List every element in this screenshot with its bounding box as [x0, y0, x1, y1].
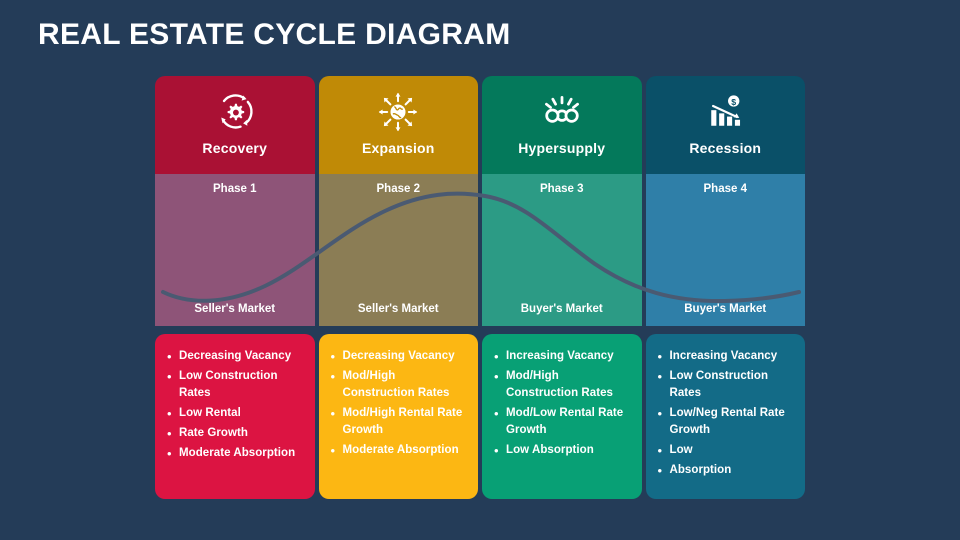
bullet-label: Low/Neg Rental Rate Growth: [669, 407, 785, 436]
phase-mid-recession: Phase 4 Buyer's Market: [645, 174, 805, 326]
bullet-dot-icon: •: [494, 443, 499, 458]
market-type-label: Seller's Market: [357, 303, 439, 315]
phase-bullets-expansion: • Decreasing Vacancy • Mod/High Construc…: [318, 334, 478, 499]
bullet-label: Mod/Low Rental Rate Growth: [506, 407, 624, 436]
phase-header-recovery[interactable]: Recovery: [155, 76, 315, 174]
phase-name-label: Expansion: [361, 140, 435, 156]
declining-bar-chart-dollar-icon: $: [702, 89, 748, 135]
bullet-label: Increasing Vacancy: [506, 350, 614, 362]
list-item: • Mod/High Construction Rates: [331, 368, 469, 402]
bullet-dot-icon: •: [330, 406, 336, 421]
list-item: • Increasing Vacancy: [658, 348, 796, 365]
list-item: • Low: [658, 442, 796, 459]
phase-header-hypersupply[interactable]: Hypersupply: [482, 76, 642, 174]
phase-bullets-recession: • Increasing Vacancy • Low Construction …: [645, 334, 805, 499]
list-item: • Increasing Vacancy: [494, 348, 632, 365]
list-item: • Moderate Absorption: [167, 445, 305, 462]
bullet-label: Low Construction Rates: [179, 370, 278, 399]
list-item: • Decreasing Vacancy: [167, 348, 305, 365]
list-item: • Decreasing Vacancy: [331, 348, 469, 365]
phase-number-label: Phase 4: [703, 183, 747, 195]
phase-number-label: Phase 3: [540, 183, 584, 195]
bullet-dot-icon: •: [494, 406, 499, 421]
bullet-label: Moderate Absorption: [179, 447, 296, 459]
bullet-dot-icon: •: [657, 369, 663, 384]
globe-growth-icon: [375, 89, 421, 135]
phase-number-label: Phase 2: [376, 183, 420, 195]
bullet-label: Absorption: [669, 464, 732, 476]
cycle-diagram: Recovery Phase 1 Seller's Market • Decre…: [155, 76, 805, 499]
page-title: REAL ESTATE CYCLE DIAGRAM: [38, 18, 511, 51]
phase-columns: Recovery Phase 1 Seller's Market • Decre…: [155, 76, 805, 499]
list-item: • Mod/High Construction Rates: [494, 368, 632, 402]
phase-bullets-recovery: • Decreasing Vacancy • Low Construction …: [155, 334, 315, 499]
bullet-dot-icon: •: [330, 369, 336, 384]
bullet-label: Low Absorption: [506, 444, 594, 456]
bullet-dot-icon: •: [167, 369, 172, 384]
bullet-dot-icon: •: [167, 406, 172, 421]
list-item: • Rate Growth: [167, 425, 305, 442]
list-item: • Low Construction Rates: [658, 368, 796, 402]
phase-number-label: Phase 1: [213, 183, 257, 195]
bullet-dot-icon: •: [657, 349, 663, 364]
list-item: • Low Construction Rates: [167, 368, 305, 402]
bullet-label: Mod/High Construction Rates: [506, 370, 613, 399]
bullet-dot-icon: •: [167, 446, 172, 461]
list-item: • Low Rental: [167, 405, 305, 422]
phase-header-recession[interactable]: $ Recession: [645, 76, 805, 174]
bullet-dot-icon: •: [330, 349, 336, 364]
phase-column-recession: $ Recession Phase 4 Buyer's Market • Inc…: [645, 76, 806, 499]
column-spacer: [646, 326, 806, 334]
bullet-dot-icon: •: [494, 349, 499, 364]
bullet-label: Mod/High Construction Rates: [342, 370, 450, 399]
svg-text:$: $: [732, 97, 737, 107]
phase-column-recovery: Recovery Phase 1 Seller's Market • Decre…: [155, 76, 315, 499]
phase-column-hypersupply: Hypersupply Phase 3 Buyer's Market • Inc…: [482, 76, 642, 499]
list-item: • Mod/High Rental Rate Growth: [331, 405, 469, 439]
breaking-chain-icon: [539, 89, 585, 135]
column-spacer: [155, 326, 315, 334]
list-item: • Moderate Absorption: [331, 442, 469, 459]
phase-header-expansion[interactable]: Expansion: [318, 76, 478, 174]
list-item: • Low/Neg Rental Rate Growth: [658, 405, 796, 439]
bullet-label: Mod/High Rental Rate Growth: [342, 407, 463, 436]
column-spacer: [482, 326, 642, 334]
phase-bullets-hypersupply: • Increasing Vacancy • Mod/High Construc…: [482, 334, 642, 499]
list-item: • Absorption: [658, 462, 796, 479]
phase-name-label: Recovery: [202, 140, 268, 156]
bullet-label: Moderate Absorption: [342, 444, 459, 456]
bullet-dot-icon: •: [657, 443, 663, 458]
market-type-label: Buyer's Market: [684, 303, 767, 315]
bullet-label: Low: [669, 444, 693, 456]
bullet-dot-icon: •: [330, 443, 336, 458]
phase-mid-hypersupply: Phase 3 Buyer's Market: [482, 174, 642, 326]
phase-mid-recovery: Phase 1 Seller's Market: [155, 174, 315, 326]
phase-name-label: Hypersupply: [518, 140, 606, 156]
bullet-dot-icon: •: [167, 349, 172, 364]
phase-name-label: Recession: [689, 140, 762, 156]
bullet-label: Low Construction Rates: [669, 370, 769, 399]
market-type-label: Buyer's Market: [520, 303, 603, 315]
phase-column-expansion: Expansion Phase 2 Seller's Market • Decr…: [318, 76, 479, 499]
bullet-label: Increasing Vacancy: [669, 350, 778, 362]
bullet-label: Decreasing Vacancy: [179, 350, 292, 362]
bullet-dot-icon: •: [167, 426, 172, 441]
list-item: • Mod/Low Rental Rate Growth: [494, 405, 632, 439]
bullet-dot-icon: •: [494, 369, 499, 384]
list-item: • Low Absorption: [494, 442, 632, 459]
bullet-dot-icon: •: [657, 463, 663, 478]
market-type-label: Seller's Market: [194, 303, 276, 315]
bullet-label: Low Rental: [179, 407, 241, 419]
column-spacer: [319, 326, 479, 334]
bullet-label: Decreasing Vacancy: [342, 350, 455, 362]
bullet-dot-icon: •: [657, 406, 663, 421]
gear-cycle-icon: [212, 89, 258, 135]
phase-mid-expansion: Phase 2 Seller's Market: [318, 174, 478, 326]
bullet-label: Rate Growth: [179, 427, 248, 439]
